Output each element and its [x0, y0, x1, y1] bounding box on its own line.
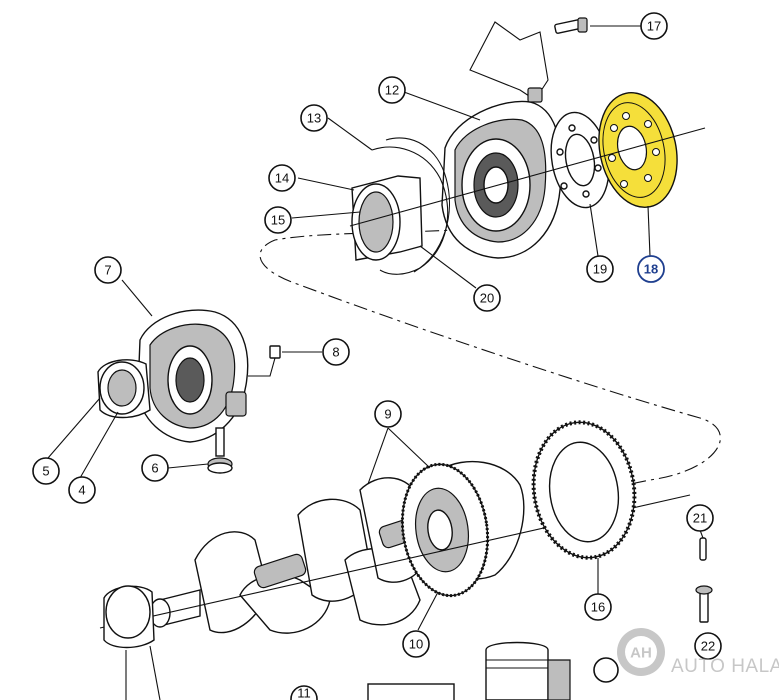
part-17-bolt[interactable] — [554, 17, 588, 34]
callout-6[interactable]: 6 — [141, 454, 169, 482]
svg-text:5: 5 — [42, 464, 49, 479]
callout-14[interactable]: 14 — [268, 164, 296, 192]
part-9-crankshaft[interactable] — [149, 460, 525, 634]
upper-axis-line — [349, 127, 706, 227]
callout-partial-right — [593, 657, 619, 683]
part-7-rear-housing[interactable] — [137, 309, 249, 443]
part-22-bolt[interactable] — [695, 585, 713, 623]
part-19-gasket-plate[interactable] — [544, 108, 616, 212]
timing-chain-path — [259, 224, 721, 506]
svg-text:18: 18 — [644, 262, 658, 277]
svg-text:AH: AH — [630, 645, 652, 662]
svg-text:12: 12 — [385, 83, 399, 98]
callout-22[interactable]: 22 — [694, 632, 722, 660]
part-10-crank-gear[interactable] — [394, 459, 496, 601]
part-16-ring-gear[interactable] — [525, 416, 643, 565]
watermark: AH AUTO HALAN — [615, 620, 779, 690]
svg-text:7: 7 — [104, 263, 111, 278]
callout-7[interactable]: 7 — [94, 256, 122, 284]
svg-text:14: 14 — [275, 171, 289, 186]
svg-text:21: 21 — [693, 511, 707, 526]
callout-18-selected[interactable]: 18 — [637, 255, 665, 283]
watermark-logo: AH — [617, 628, 665, 676]
part-20-o-ring[interactable] — [385, 137, 450, 273]
svg-text:17: 17 — [647, 19, 661, 34]
part-14-sleeve[interactable] — [351, 175, 423, 261]
svg-text:4: 4 — [78, 483, 85, 498]
callout-19[interactable]: 19 — [586, 255, 614, 283]
svg-text:10: 10 — [409, 637, 423, 652]
callout-9[interactable]: 9 — [374, 400, 402, 428]
svg-text:9: 9 — [384, 407, 391, 422]
callout-12[interactable]: 12 — [378, 76, 406, 104]
part-21-dowel-pin[interactable] — [699, 537, 707, 561]
svg-text:16: 16 — [591, 600, 605, 615]
callout-10[interactable]: 10 — [402, 630, 430, 658]
callout-20[interactable]: 20 — [473, 284, 501, 312]
gasket-outline — [469, 21, 549, 101]
piston-fragment — [485, 641, 571, 700]
part-13-seal-arc[interactable] — [371, 146, 449, 275]
ring-box-fragment — [367, 683, 455, 700]
svg-text:11: 11 — [297, 686, 311, 700]
callout-13[interactable]: 13 — [300, 104, 328, 132]
part-12-timing-cover[interactable] — [441, 87, 562, 259]
callout-5[interactable]: 5 — [32, 457, 60, 485]
part-8-sensor[interactable] — [248, 345, 281, 377]
part-5-bearing-shell[interactable] — [97, 359, 151, 419]
callout-8[interactable]: 8 — [322, 338, 350, 366]
part-4-lower-bearing[interactable] — [103, 585, 155, 649]
callout-16[interactable]: 16 — [584, 593, 612, 621]
watermark-text: AUTO HALAN — [671, 656, 779, 677]
callout-21[interactable]: 21 — [686, 504, 714, 532]
callout-17[interactable]: 17 — [640, 12, 668, 40]
callout-15[interactable]: 15 — [264, 206, 292, 234]
svg-text:19: 19 — [593, 262, 607, 277]
svg-text:13: 13 — [307, 111, 321, 126]
callout-4[interactable]: 4 — [68, 476, 96, 504]
callout-11-partial[interactable]: 11 — [290, 685, 318, 700]
svg-text:8: 8 — [332, 345, 339, 360]
svg-text:20: 20 — [480, 291, 494, 306]
svg-text:15: 15 — [271, 213, 285, 228]
svg-text:6: 6 — [151, 461, 158, 476]
svg-text:22: 22 — [701, 639, 715, 654]
